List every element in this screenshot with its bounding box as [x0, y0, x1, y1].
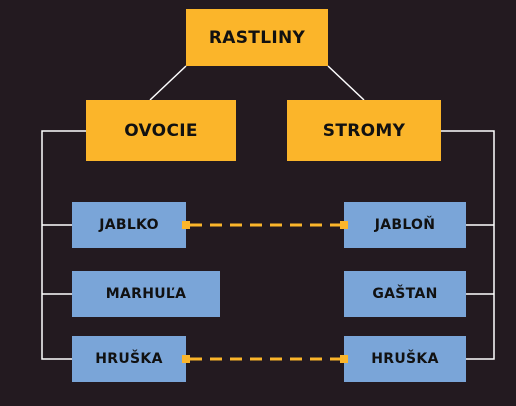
- connector-left-bracket: [41, 130, 86, 360]
- root-node: RASTLINY: [186, 9, 328, 66]
- right-item-2: GAŠTAN: [344, 271, 466, 317]
- category-node-left: OVOCIE: [86, 100, 236, 161]
- root-node-label: RASTLINY: [208, 27, 306, 48]
- connector-right-bracket: [441, 130, 495, 360]
- category-node-left-label: OVOCIE: [124, 120, 198, 141]
- category-node-right: STROMY: [287, 100, 441, 161]
- right-item-3: HRUŠKA: [344, 336, 466, 382]
- link-endpoint-2b: [340, 355, 348, 363]
- link-endpoint-1a: [182, 221, 190, 229]
- connector-root-right: [327, 65, 365, 101]
- right-item-1-label: JABLOŇ: [374, 217, 436, 233]
- right-item-2-label: GAŠTAN: [372, 286, 438, 302]
- left-item-3-label: HRUŠKA: [95, 351, 163, 367]
- left-item-1-label: JABLKO: [99, 217, 159, 233]
- right-item-3-label: HRUŠKA: [371, 351, 439, 367]
- right-item-1: JABLOŇ: [344, 202, 466, 248]
- left-item-3: HRUŠKA: [72, 336, 186, 382]
- left-item-1: JABLKO: [72, 202, 186, 248]
- left-item-2-label: MARHUĽA: [105, 286, 187, 302]
- link-endpoint-1b: [340, 221, 348, 229]
- link-endpoint-2a: [182, 355, 190, 363]
- left-item-2: MARHUĽA: [72, 271, 220, 317]
- category-node-right-label: STROMY: [322, 120, 406, 141]
- connector-root-left: [149, 65, 187, 101]
